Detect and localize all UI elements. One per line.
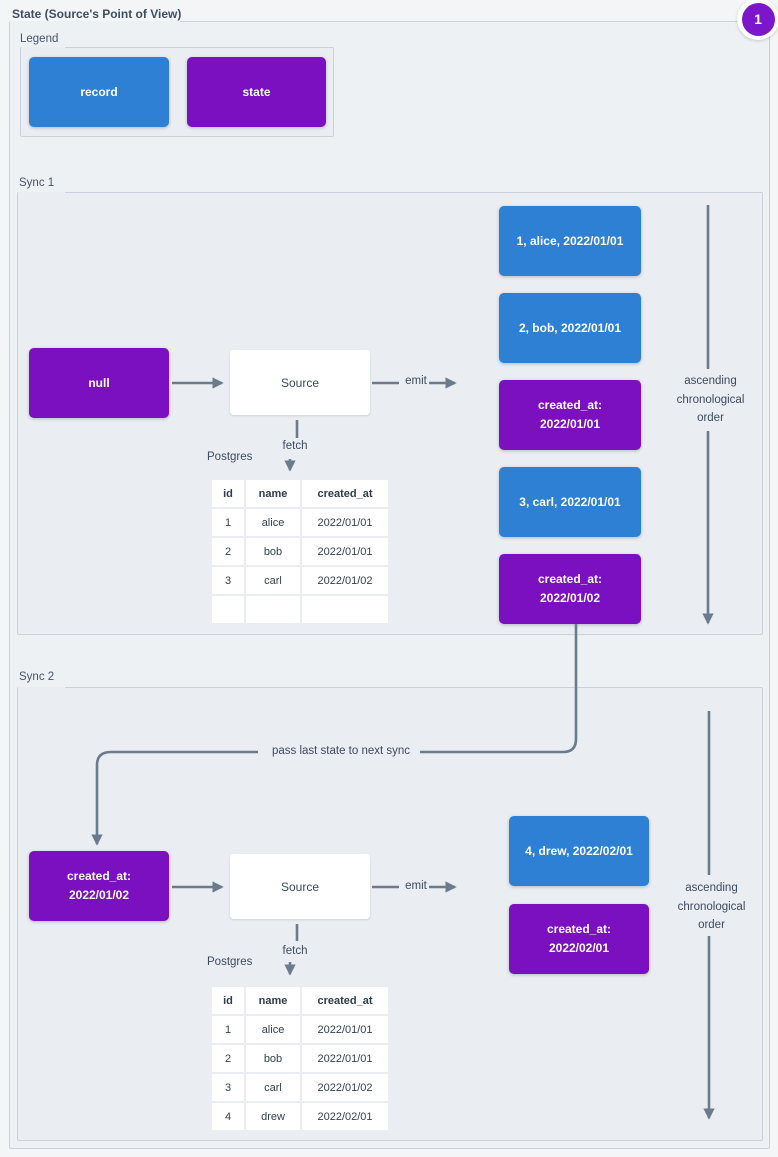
page-title: State (Source's Point of View) <box>12 7 182 21</box>
sync2-input-state: created_at: 2022/01/02 <box>29 851 169 921</box>
annotation-badge-1[interactable]: 1 <box>737 0 778 40</box>
sync1-emitted-record-3: 3, carl, 2022/01/01 <box>499 467 641 537</box>
legend-label: Legend <box>20 33 59 45</box>
state-pov-panel: Legend record state Sync 1 null Source e… <box>9 21 770 1149</box>
sync1-label: Sync 1 <box>19 177 55 189</box>
legend-panel: record state <box>20 47 334 137</box>
sync2-emitted-record-1: 4, drew, 2022/02/01 <box>509 816 649 886</box>
sync1-emitted-state-2: created_at: 2022/01/02 <box>499 554 641 624</box>
sync2-db-label: Postgres <box>207 956 253 968</box>
table-row: 3 carl 2022/01/02 <box>212 1074 388 1101</box>
sync2-fetch-label: fetch <box>282 945 308 957</box>
sync2-emitted-state-1: created_at: 2022/02/01 <box>509 904 649 974</box>
table-header-row: id name created_at <box>212 480 388 507</box>
sync2-panel: pass last state to next sync created_at:… <box>17 687 763 1141</box>
sync1-input-state: null <box>29 348 169 418</box>
sync1-postgres-table: id name created_at 1 alice 2022/01/01 2 … <box>210 478 390 625</box>
table-row: 2 bob 2022/01/01 <box>212 538 388 565</box>
sync1-emitted-record-2: 2, bob, 2022/01/01 <box>499 293 641 363</box>
sync1-order-note: ascending chronological order <box>676 375 745 424</box>
sync1-fetch-label: fetch <box>282 440 308 452</box>
table-row: 1 alice 2022/01/01 <box>212 1016 388 1043</box>
table-row: 3 carl 2022/01/02 <box>212 567 388 594</box>
table-row: 1 alice 2022/01/01 <box>212 509 388 536</box>
sync2-postgres-table: id name created_at 1 alice 2022/01/01 2 … <box>210 985 390 1132</box>
sync1-emitted-record-1: 1, alice, 2022/01/01 <box>499 206 641 276</box>
sync1-emitted-state-1: created_at: 2022/01/01 <box>499 380 641 450</box>
sync1-emit-label: emit <box>405 375 427 387</box>
sync2-order-note: ascending chronological order <box>677 882 746 931</box>
sync1-db-label: Postgres <box>207 451 253 463</box>
annotation-badge-number: 1 <box>741 2 775 36</box>
sync2-emit-label: emit <box>405 880 427 892</box>
pass-state-note: pass last state to next sync <box>271 745 411 757</box>
sync2-label: Sync 2 <box>19 671 55 683</box>
legend-record-swatch: record <box>29 57 169 127</box>
table-row: 2 bob 2022/01/01 <box>212 1045 388 1072</box>
table-row: 4 drew 2022/02/01 <box>212 1103 388 1130</box>
table-header-row: id name created_at <box>212 987 388 1014</box>
sync1-source-node: Source <box>230 350 370 415</box>
legend-state-swatch: state <box>187 57 326 127</box>
sync2-source-node: Source <box>230 854 370 919</box>
table-row-empty <box>212 596 388 623</box>
sync1-panel: null Source emit fetch Postgres ascendin… <box>17 192 763 635</box>
